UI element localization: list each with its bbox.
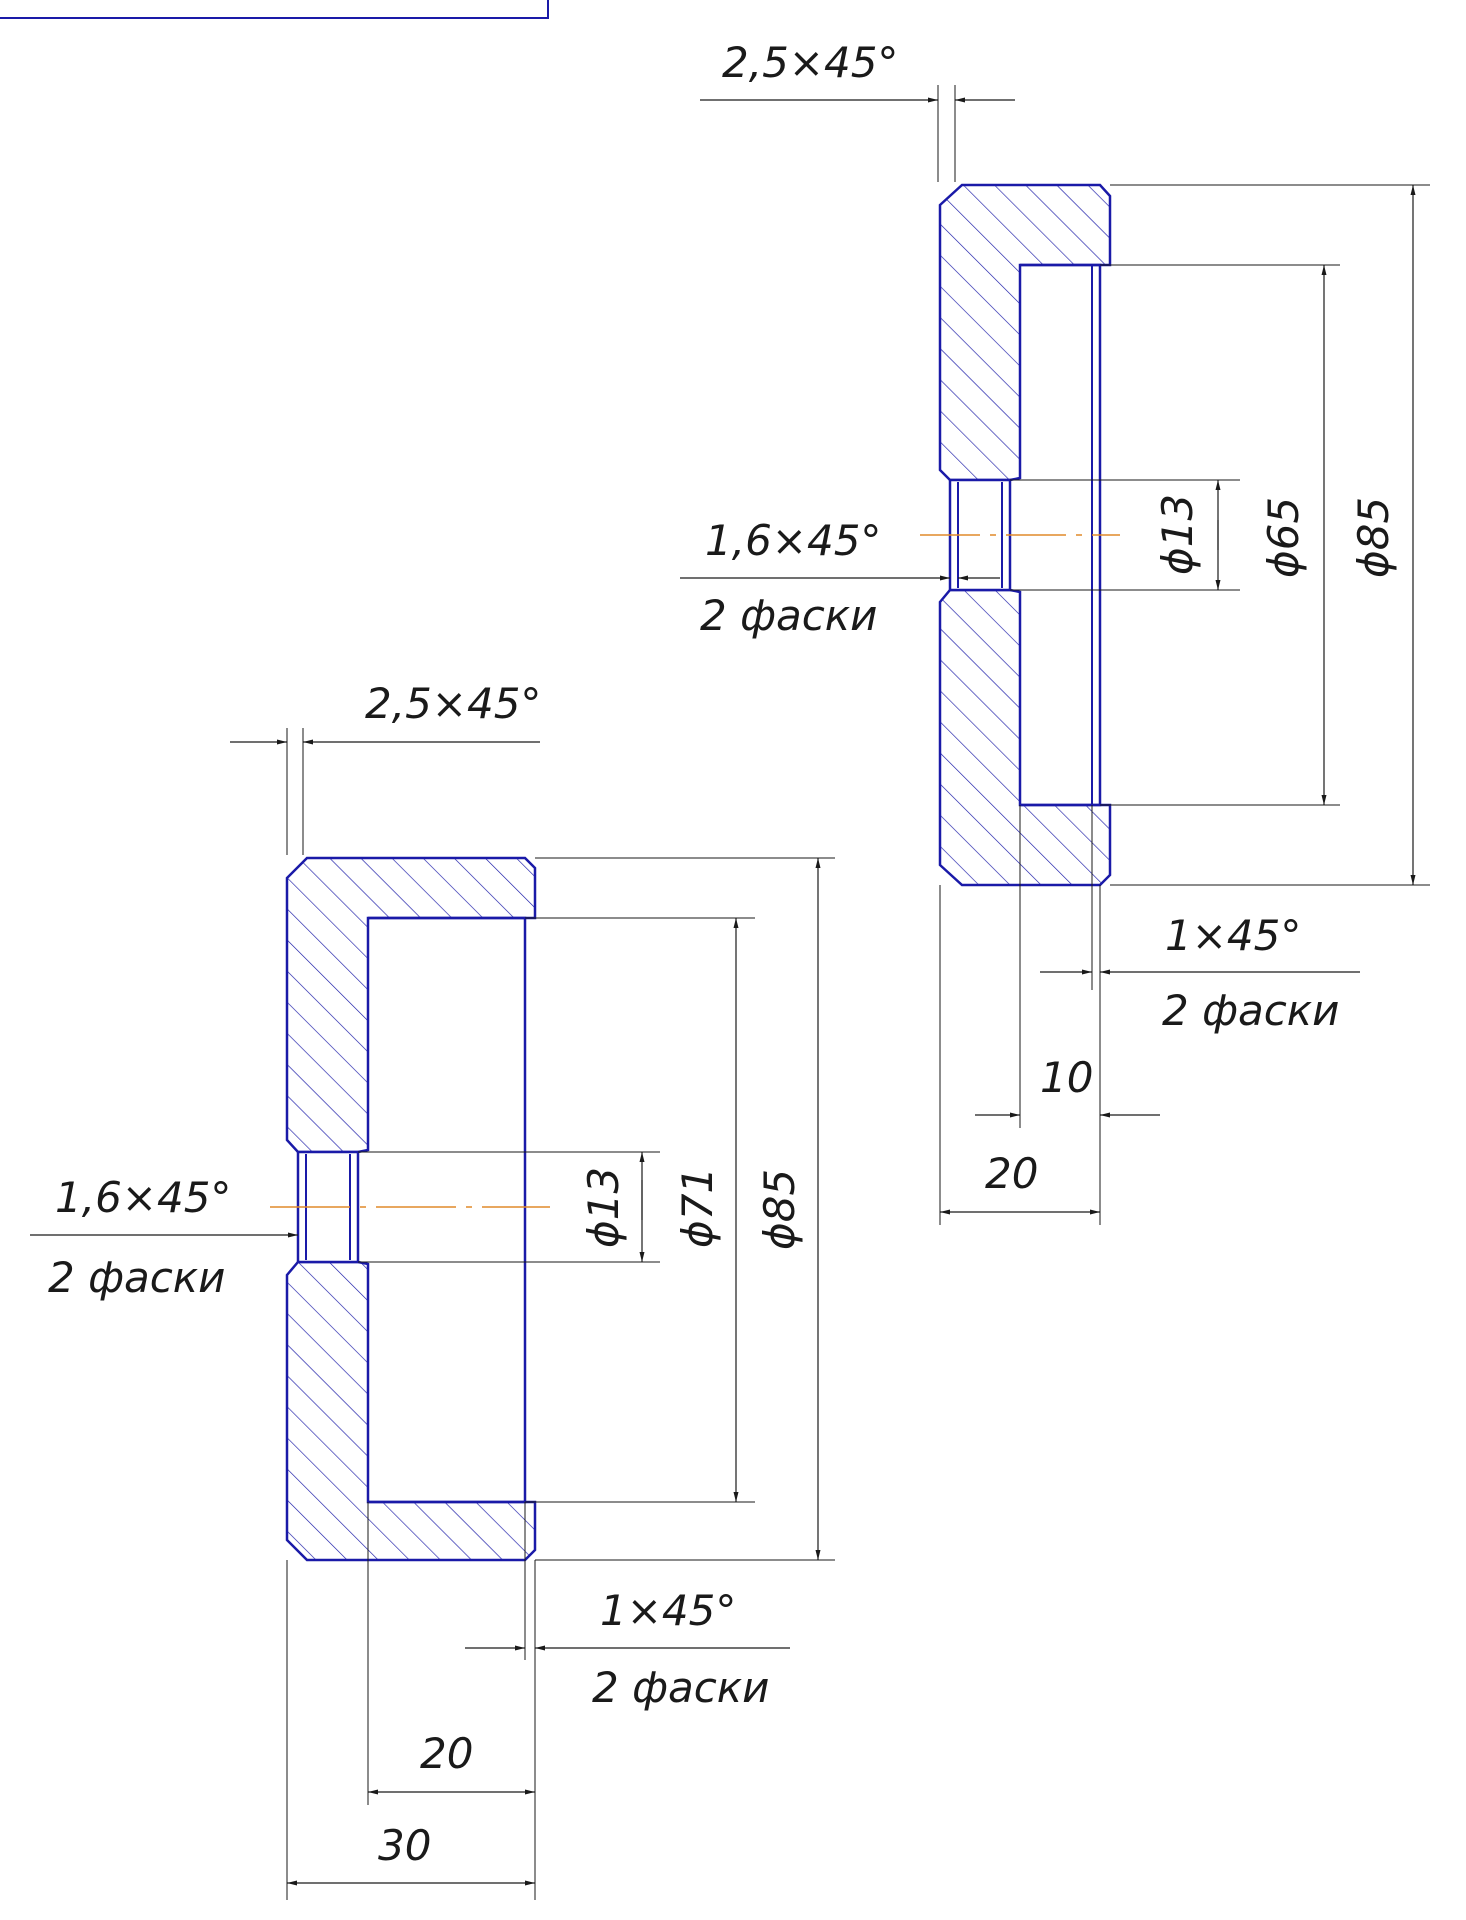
lower-len-total-text: 30 — [378, 1821, 431, 1870]
lower-chamfer-outer-text: 2,5×45° — [365, 679, 541, 728]
lower-len-recess-text: 20 — [420, 1729, 473, 1778]
upper-chamfer-face-text-1: 1×45° — [1165, 911, 1301, 960]
lower-chamfer-bore-text-1: 1,6×45° — [55, 1173, 231, 1222]
upper-chamfer-face-text-2: 2 фаски — [1162, 986, 1339, 1035]
part-upper: 2,5×45° 1,6×45° 2 фаски ϕ13 ϕ65 ϕ85 1×45… — [680, 38, 1430, 1225]
lower-section-top — [285, 856, 537, 1154]
upper-section-top — [938, 183, 1112, 482]
upper-dia-recess-text: ϕ65 — [1259, 497, 1308, 578]
lower-dia-bore-text: ϕ13 — [579, 1167, 628, 1248]
lower-chamfer-face-text-1: 1×45° — [600, 1586, 736, 1635]
upper-chamfer-bore-text-2: 2 фаски — [700, 591, 877, 640]
upper-len-recess-text: 10 — [1040, 1053, 1093, 1102]
upper-section-bottom — [938, 588, 1112, 887]
upper-dia-outer-text: ϕ85 — [1349, 497, 1398, 578]
part-lower: 2,5×45° 1,6×45° 2 фаски ϕ13 ϕ71 ϕ85 1×45… — [30, 679, 835, 1900]
upper-len-total-text: 20 — [985, 1149, 1038, 1198]
lower-chamfer-face-text-2: 2 фаски — [592, 1663, 769, 1712]
upper-dia-bore-text: ϕ13 — [1153, 494, 1202, 575]
lower-section-bottom — [285, 1260, 537, 1562]
lower-dia-recess-text: ϕ71 — [673, 1167, 722, 1248]
upper-chamfer-outer-text: 2,5×45° — [722, 38, 898, 87]
lower-chamfer-bore-text-2: 2 фаски — [48, 1253, 225, 1302]
frame-corner — [0, 0, 549, 19]
upper-chamfer-bore-text-1: 1,6×45° — [705, 516, 881, 565]
lower-recess — [368, 916, 527, 1504]
lower-dia-outer-text: ϕ85 — [755, 1169, 804, 1250]
